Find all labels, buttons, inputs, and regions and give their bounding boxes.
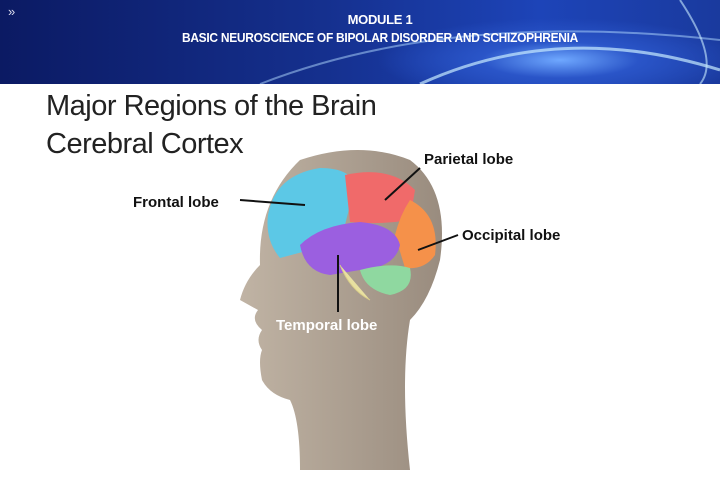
label-leader-lines [239,167,459,312]
slide-title: Major Regions of the Brain [46,90,377,122]
parietal-lobe [345,172,415,224]
header-banner: » MODULE 1 BASIC NEUROSCIENCE OF BIPOLAR… [0,0,720,84]
temporal-lobe [300,222,400,275]
nav-chevron-icon[interactable]: » [8,4,16,19]
banner-light-swirl [259,0,720,84]
slide-subtitle: Cerebral Cortex [46,128,244,160]
label-parietal-lobe: Parietal lobe [424,151,514,168]
frontal-lobe [267,168,355,258]
module-title: MODULE 1 [347,12,413,27]
label-frontal-lobe: Frontal lobe [133,194,219,211]
module-subtitle: BASIC NEUROSCIENCE OF BIPOLAR DISORDER A… [181,30,579,45]
occipital-lobe [395,200,436,269]
label-temporal-lobe: Temporal lobe [276,317,378,334]
label-occipital-lobe: Occipital lobe [462,227,561,244]
cerebellum [360,265,411,295]
